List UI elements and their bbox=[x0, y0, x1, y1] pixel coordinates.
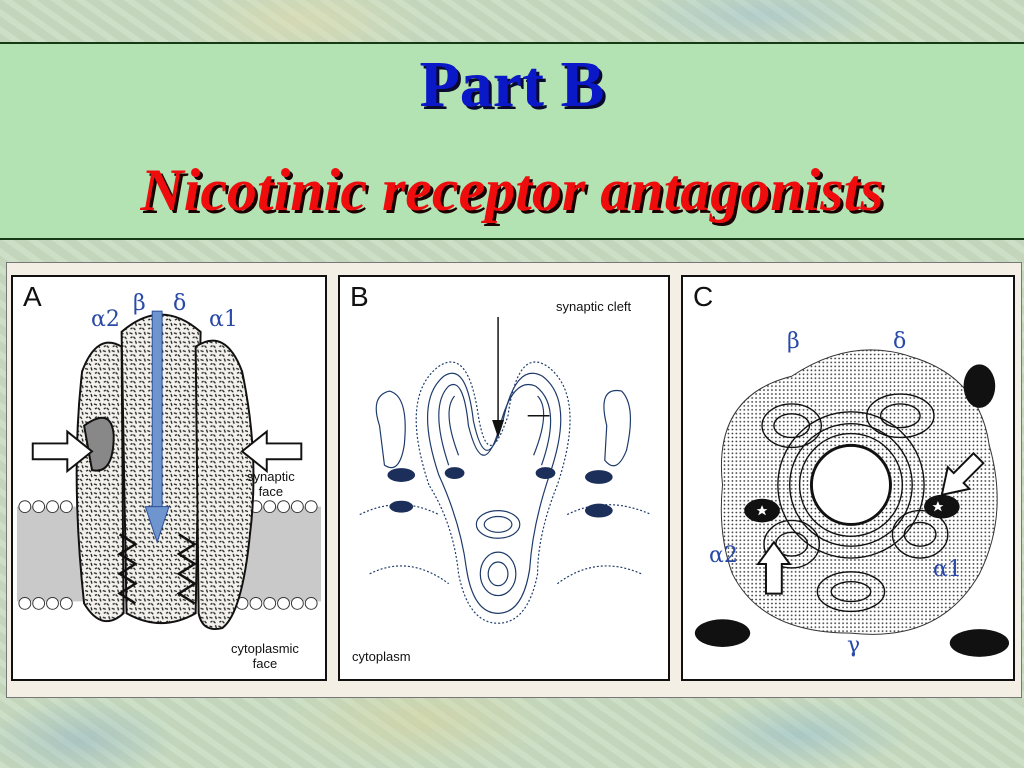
background-text bbox=[329, 265, 337, 685]
alpha2-label: α2 bbox=[91, 307, 120, 332]
synaptic-face-label: synaptic face bbox=[247, 469, 295, 499]
receptor-diagram bbox=[16, 310, 322, 630]
alpha1-label: α1 bbox=[209, 307, 238, 332]
panel-c-letter: C bbox=[693, 281, 714, 312]
panel-b: B synaptic cleft cytoplasm bbox=[338, 275, 670, 681]
cytoplasm-label: cytoplasm bbox=[352, 649, 411, 664]
cytoplasmic-face-label: cytoplasmic face bbox=[231, 641, 299, 671]
synaptic-cleft-label: synaptic cleft bbox=[556, 299, 632, 314]
receptor-figure: A α2 β δ α1 synaptic face cytoplasmic fa… bbox=[6, 262, 1022, 698]
beta-label: β bbox=[787, 329, 800, 354]
panel-b-letter: B bbox=[350, 281, 369, 312]
panel-a: A α2 β δ α1 synaptic face cytoplasmic fa… bbox=[11, 275, 327, 681]
binding-site-arrow-icon bbox=[756, 451, 985, 595]
alpha1-label: α1 bbox=[933, 557, 962, 582]
channel-arrow-icon bbox=[144, 310, 170, 544]
panel-c: C β δ α2 α1 γ bbox=[681, 275, 1015, 681]
beta-label: β bbox=[133, 291, 146, 316]
binding-site-arrow-icon bbox=[31, 429, 303, 474]
slide-subtitle: Nicotinic receptor antagonists bbox=[140, 157, 884, 223]
slide-title: Part B bbox=[419, 48, 605, 121]
gamma-label: γ bbox=[847, 633, 861, 658]
panel-a-letter: A bbox=[23, 281, 42, 312]
transmembrane-helices bbox=[117, 533, 197, 605]
delta-label: δ bbox=[893, 329, 907, 354]
receptor-subunits bbox=[75, 313, 255, 630]
density-map-side-view bbox=[359, 316, 652, 624]
pore-arrow-icon bbox=[492, 316, 550, 438]
density-map-top-view bbox=[694, 349, 1010, 657]
delta-label: δ bbox=[173, 291, 187, 316]
alpha2-label: α2 bbox=[709, 543, 738, 568]
star-marker-icon bbox=[753, 498, 947, 518]
title-banner bbox=[0, 42, 1024, 240]
